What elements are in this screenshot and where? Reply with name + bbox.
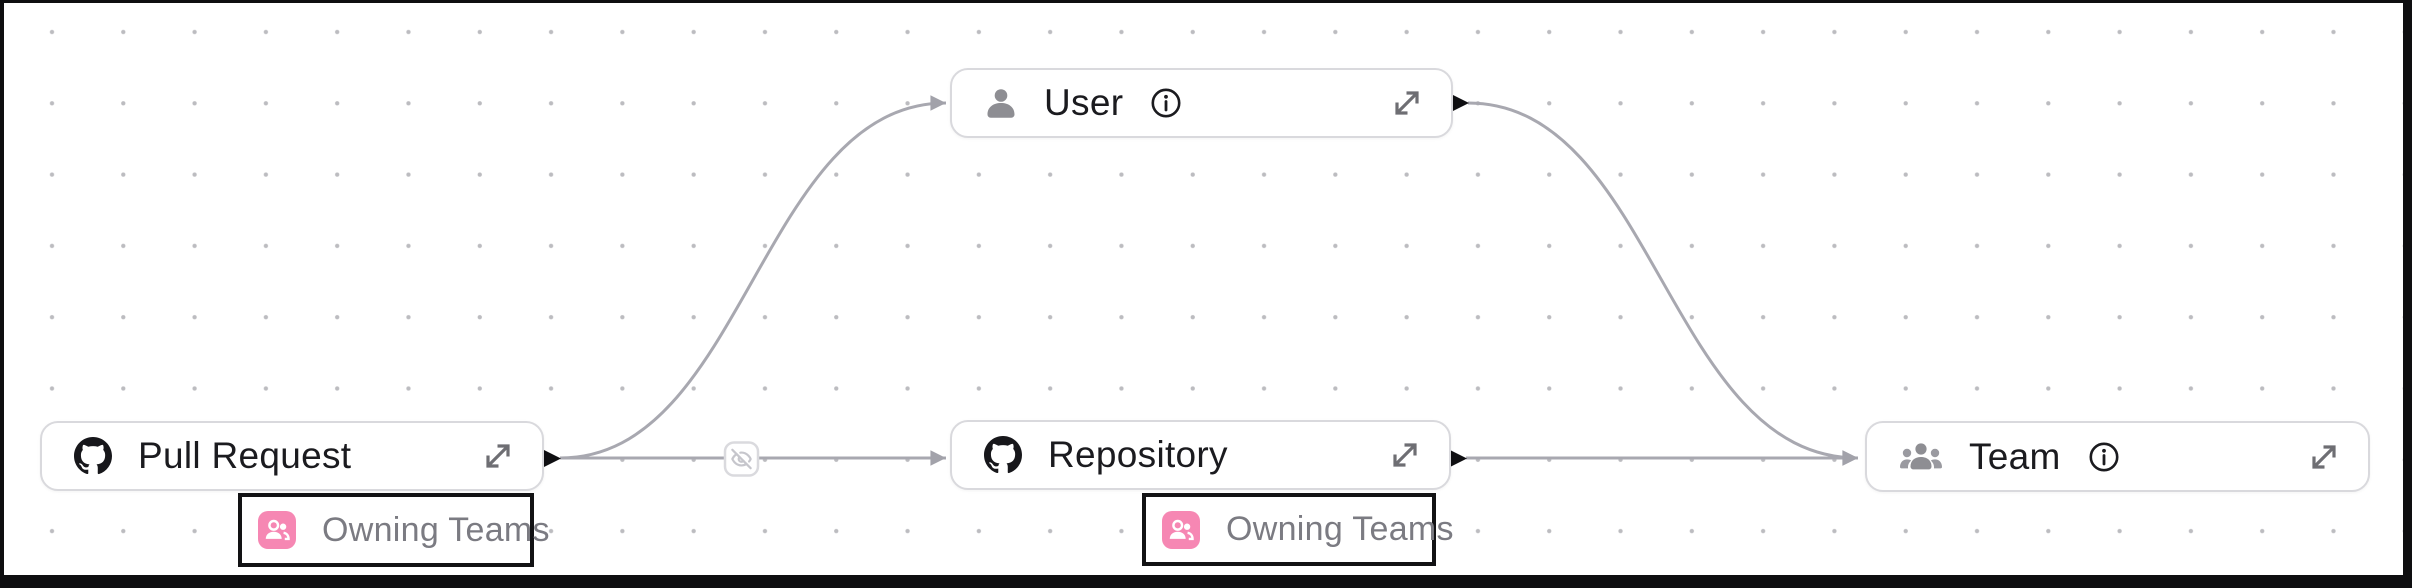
edge-user-to-team[interactable]	[1467, 101, 1859, 466]
owning-teams-badge-pull-request[interactable]: Owning Teams	[238, 493, 550, 567]
owning-teams-icon	[1162, 510, 1200, 549]
github-icon	[74, 437, 112, 475]
source-handle-pull-request[interactable]	[544, 450, 561, 467]
team-icon	[1900, 442, 1942, 469]
expand-icon[interactable]	[1385, 435, 1425, 475]
owning-teams-icon	[258, 511, 296, 549]
edge-pullrequest-to-user[interactable]	[559, 95, 947, 460]
node-repository[interactable]: Repository	[950, 420, 1451, 490]
node-pull-request[interactable]: Pull Request	[40, 421, 544, 491]
source-handle-user[interactable]	[1452, 94, 1469, 112]
node-team[interactable]: Team	[1865, 421, 2370, 492]
info-icon[interactable]	[2087, 440, 2121, 474]
user-icon	[987, 89, 1015, 118]
info-icon[interactable]	[1149, 86, 1183, 120]
node-user[interactable]: User	[950, 68, 1453, 138]
node-label: Repository	[1048, 434, 1228, 475]
node-label: Team	[1969, 435, 2061, 477]
badge-label: Owning Teams	[322, 510, 550, 549]
source-handle-repository[interactable]	[1450, 450, 1467, 467]
eye-off-icon[interactable]	[723, 441, 760, 477]
owning-teams-badge-repository[interactable]: Owning Teams	[1142, 493, 1454, 566]
expand-icon[interactable]	[1387, 83, 1427, 123]
node-label: Pull Request	[138, 435, 352, 476]
badge-label: Owning Teams	[1226, 510, 1454, 548]
expand-icon[interactable]	[478, 436, 518, 476]
node-label: User	[1044, 82, 1124, 123]
github-icon	[984, 436, 1022, 474]
expand-icon[interactable]	[2304, 437, 2344, 477]
